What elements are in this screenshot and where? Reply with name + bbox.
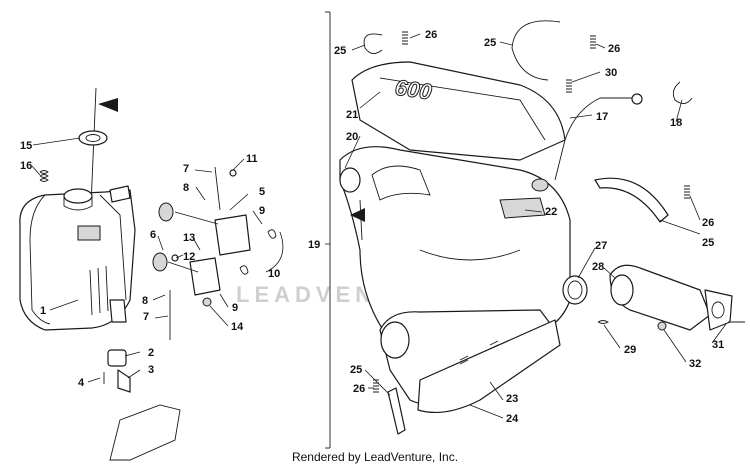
callout: 15 [20, 140, 32, 152]
callout: 8 [142, 295, 148, 307]
callout: 9 [259, 205, 265, 217]
clip [239, 265, 249, 275]
bushing [158, 202, 174, 222]
callout: 5 [259, 186, 265, 198]
callout: 30 [605, 67, 617, 79]
callout: 26 [353, 383, 365, 395]
callout: 27 [595, 240, 607, 252]
shield-pattern [499, 197, 546, 219]
pointer-arrow-icon [98, 98, 118, 112]
inlet-flange [339, 167, 361, 193]
mounting-plate [214, 214, 251, 256]
flange-gasket [704, 289, 733, 331]
fitting [107, 349, 127, 367]
callout: 10 [268, 268, 280, 280]
footer-credit: Rendered by LeadVenture, Inc. [291, 450, 459, 464]
filler-neck [63, 188, 93, 204]
callout: 26 [702, 217, 714, 229]
sensor-cable [554, 97, 632, 181]
callout: 7 [143, 311, 149, 323]
strap [387, 387, 406, 435]
nut [202, 297, 212, 307]
callout: 25 [350, 364, 362, 376]
spring-icon [684, 185, 690, 199]
callout: 6 [150, 229, 156, 241]
exhaust-assembly: 600 [339, 20, 745, 435]
callout: 19 [308, 239, 320, 251]
spring-icon [373, 379, 379, 393]
callout: 3 [148, 364, 154, 376]
spring-icon [590, 35, 596, 49]
callout: 25 [484, 37, 496, 49]
callout: 23 [506, 393, 518, 405]
band-clamp [511, 20, 561, 81]
callout: 13 [183, 232, 195, 244]
mount-tab [109, 299, 127, 323]
callout: 26 [425, 29, 437, 41]
callout: 26 [608, 43, 620, 55]
callout: 25 [702, 237, 714, 249]
pointer-arrow-icon [350, 208, 365, 222]
callout: 7 [183, 163, 189, 175]
callout: 32 [689, 358, 701, 370]
rod [214, 166, 221, 211]
callout: 29 [624, 344, 636, 356]
muffler-logo: 600 [393, 75, 434, 105]
clip [267, 229, 277, 239]
callout: 24 [506, 413, 519, 425]
group-bracket-19 [325, 11, 331, 449]
screw [229, 169, 237, 177]
spring-clip [363, 33, 383, 54]
callout: 4 [78, 377, 85, 389]
sensor-connector [631, 93, 643, 105]
spring-clip [672, 81, 693, 104]
callout: 28 [592, 261, 604, 273]
leader-lines [31, 33, 727, 419]
callout: 17 [596, 111, 608, 123]
bushing [152, 252, 168, 272]
callout: 1 [40, 305, 46, 317]
callout: 8 [183, 182, 189, 194]
nut [657, 321, 667, 331]
callout: 9 [232, 302, 238, 314]
callout: 12 [183, 251, 195, 263]
seal-ring [562, 275, 588, 305]
callout: 21 [346, 109, 358, 121]
band-clamp [594, 177, 669, 223]
spring-icon [597, 320, 609, 324]
callout: 11 [246, 153, 258, 165]
callout: 2 [148, 347, 154, 359]
outlet-elbow [117, 369, 131, 393]
spring-icon [39, 170, 49, 182]
callout: 20 [346, 131, 358, 143]
oil-tank-assembly [19, 87, 277, 461]
spring-icon [566, 79, 572, 93]
pointer-staff [90, 87, 97, 206]
manifold-port [610, 274, 634, 306]
silencer-outlet [380, 321, 410, 359]
callout: 14 [231, 321, 244, 333]
callout: 31 [712, 339, 724, 351]
callout: 18 [670, 117, 682, 129]
mounting-plate [189, 257, 221, 296]
frame-bracket [109, 404, 181, 461]
callout-numbers: 1 2 3 4 5 6 7 7 8 8 9 9 10 11 12 13 14 1… [20, 29, 724, 425]
callout: 22 [545, 206, 557, 218]
callout: 16 [20, 160, 32, 172]
callout: 25 [334, 45, 346, 57]
sensor-boss [531, 178, 549, 192]
lower-shield [417, 319, 561, 414]
grommet [78, 130, 108, 146]
tank-emblem [77, 225, 101, 241]
spring-icon [402, 31, 408, 45]
washer [171, 254, 179, 262]
